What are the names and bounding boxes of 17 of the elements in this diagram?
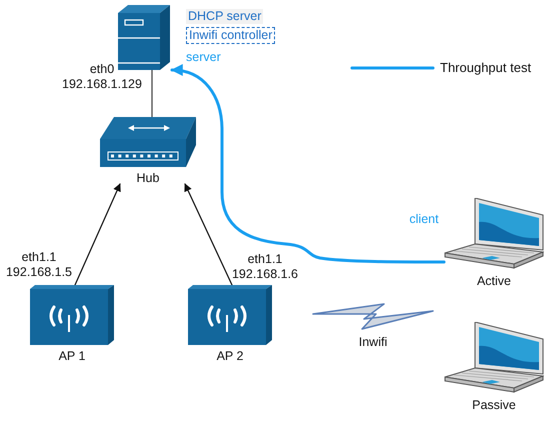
server-label: server [186, 50, 221, 65]
role-label: client [408, 212, 440, 227]
laptop-label: Active [476, 274, 512, 289]
laptop-label: Passive [472, 398, 516, 413]
hub-label: Hub [136, 171, 160, 186]
arrow [184, 183, 233, 286]
throughput-curve [170, 64, 446, 264]
server-label: DHCP server [186, 9, 264, 24]
interface-label: eth0 192.168.1.129 [61, 62, 143, 92]
server-label: Inwifi controller [186, 27, 276, 44]
access-point-label: AP 2 [216, 349, 244, 364]
interface-label: eth1.1 192.168.1.6 [230, 252, 300, 282]
link-label: Inwifi [358, 335, 388, 350]
interface-label: eth1.1 192.168.1.5 [4, 250, 74, 280]
access-point-label: AP 1 [58, 349, 86, 364]
legend-label: Throughput test [440, 60, 532, 76]
arrow [74, 183, 121, 286]
